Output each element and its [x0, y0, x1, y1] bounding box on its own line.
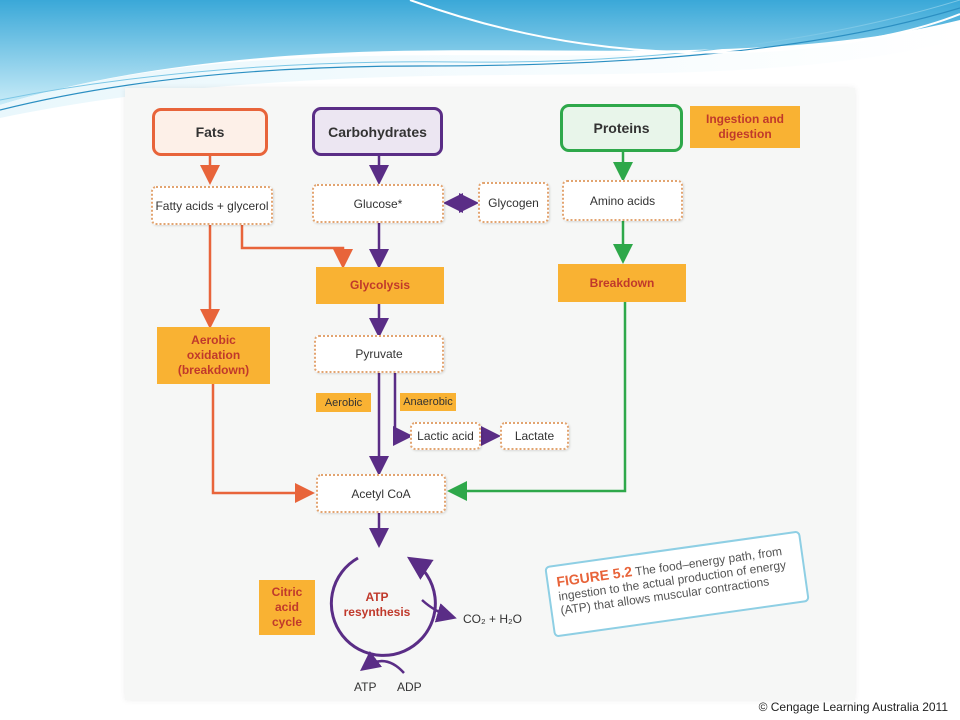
label-atp-resynthesis: ATP resynthesis	[343, 590, 411, 619]
arrow-pyruvate-to-lacticacid	[393, 373, 413, 446]
label-aerobic: Aerobic	[316, 393, 371, 412]
node-carbohydrates: Carbohydrates	[312, 107, 443, 156]
arrow-oxidation-to-acetylcoa	[211, 384, 315, 503]
node-aerobic-oxidation: Aerobic oxidation (breakdown)	[157, 327, 270, 384]
node-breakdown: Breakdown	[558, 264, 686, 302]
arrow-cycle-to-co2	[421, 599, 457, 623]
decorative-banner	[0, 0, 960, 118]
label-adp: ADP	[397, 680, 422, 694]
node-fats: Fats	[152, 108, 268, 156]
arrow-fattyacids-to-glycolysis	[240, 225, 353, 269]
node-glycolysis: Glycolysis	[316, 267, 444, 304]
node-amino-acids: Amino acids	[562, 180, 683, 221]
node-acetyl-coa: Acetyl CoA	[316, 474, 446, 513]
node-pyruvate: Pyruvate	[314, 335, 444, 373]
label-co2-h2o: CO₂ + H₂O	[463, 612, 522, 626]
node-glycogen: Glycogen	[478, 182, 549, 223]
arrow-atp-adp	[360, 650, 405, 674]
node-glucose: Glucose*	[312, 184, 444, 223]
copyright-credit: © Cengage Learning Australia 2011	[758, 700, 948, 714]
node-fatty-acids: Fatty acids + glycerol	[151, 186, 273, 225]
label-citric-acid-cycle: Citric acid cycle	[259, 580, 315, 635]
arrow-breakdown-to-acetylcoa	[447, 302, 627, 501]
node-lactate: Lactate	[500, 422, 569, 450]
label-anaerobic: Anaerobic	[400, 393, 456, 411]
node-proteins: Proteins	[560, 104, 683, 152]
label-atp: ATP	[354, 680, 377, 694]
label-ingestion-digestion: Ingestion and digestion	[690, 106, 800, 148]
node-lactic-acid: Lactic acid	[410, 422, 481, 450]
